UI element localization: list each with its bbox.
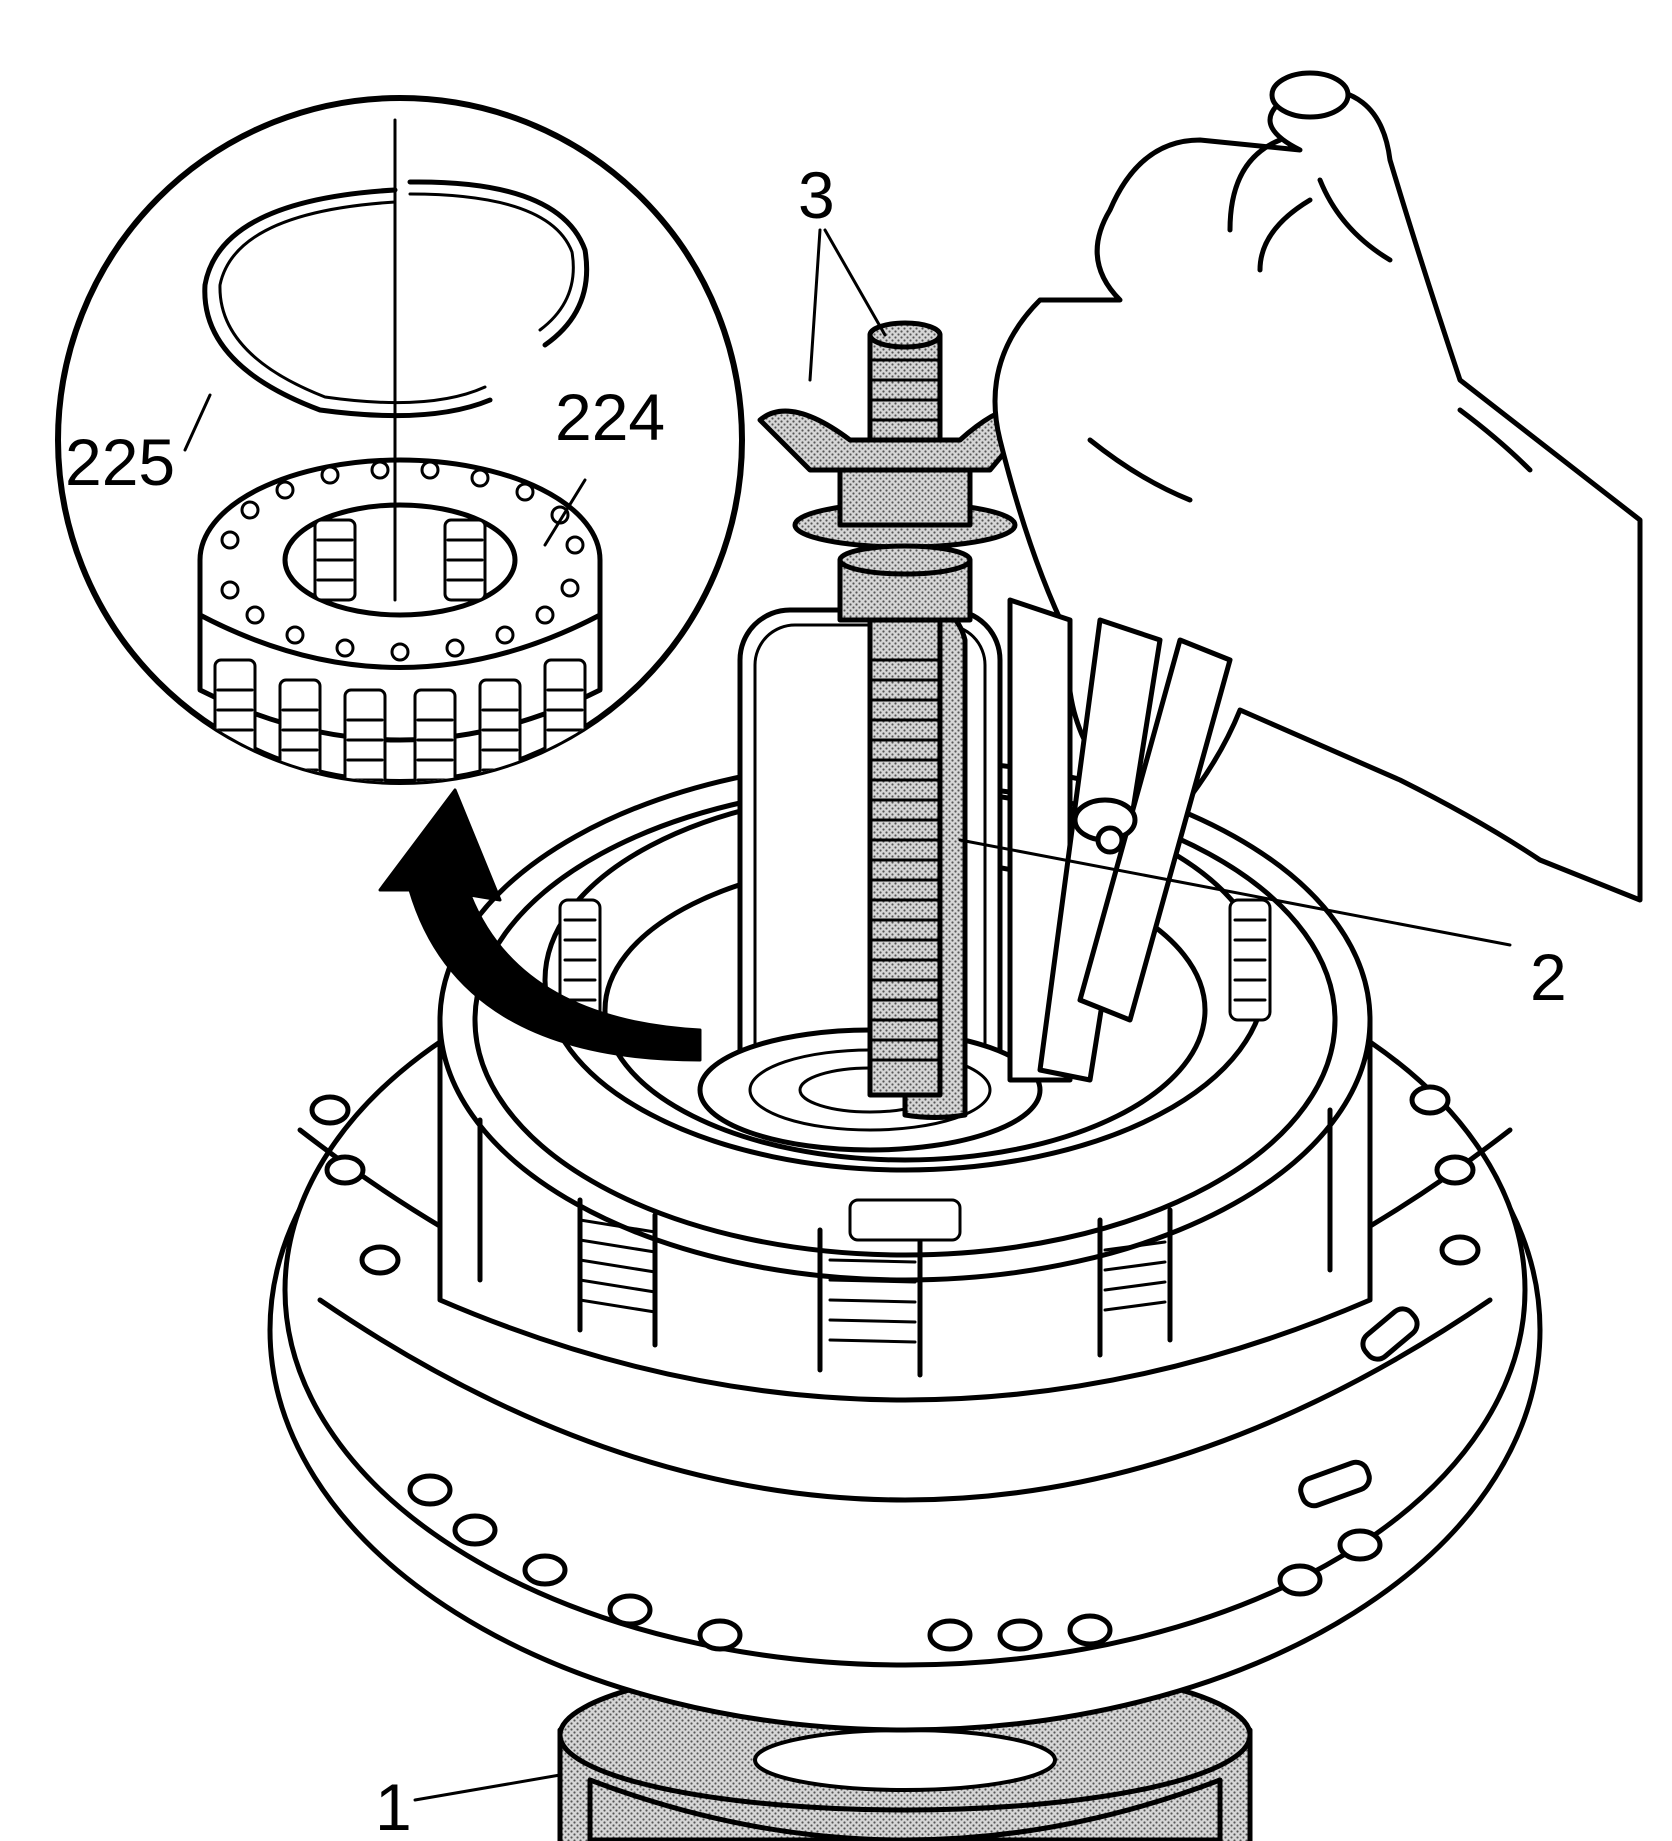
retaining-ring-225 [202, 179, 590, 419]
tool-handles [1007, 597, 1233, 1083]
callout-1: 1 [375, 1770, 412, 1841]
leader-224 [543, 478, 587, 547]
removal-arrow [378, 788, 702, 1062]
hand [992, 70, 1643, 903]
callout-3: 3 [798, 158, 835, 232]
leader-1 [413, 1773, 562, 1802]
callouts: 1 2 3 224 225 [65, 158, 1567, 1841]
detail-inset [55, 95, 745, 785]
callout-225: 225 [65, 425, 175, 499]
leader-lines [183, 228, 1512, 1802]
leader-225 [183, 393, 212, 452]
callout-2: 2 [1530, 940, 1567, 1014]
callout-224: 224 [555, 380, 665, 454]
leader-3b [823, 228, 887, 337]
threaded-rod-and-nut [757, 320, 1043, 1098]
leader-2 [958, 838, 1512, 947]
flange-holes [309, 1084, 1481, 1652]
inner-springs [558, 898, 1272, 1242]
leader-3a [808, 228, 822, 382]
clutch-plates [477, 1107, 1333, 1378]
